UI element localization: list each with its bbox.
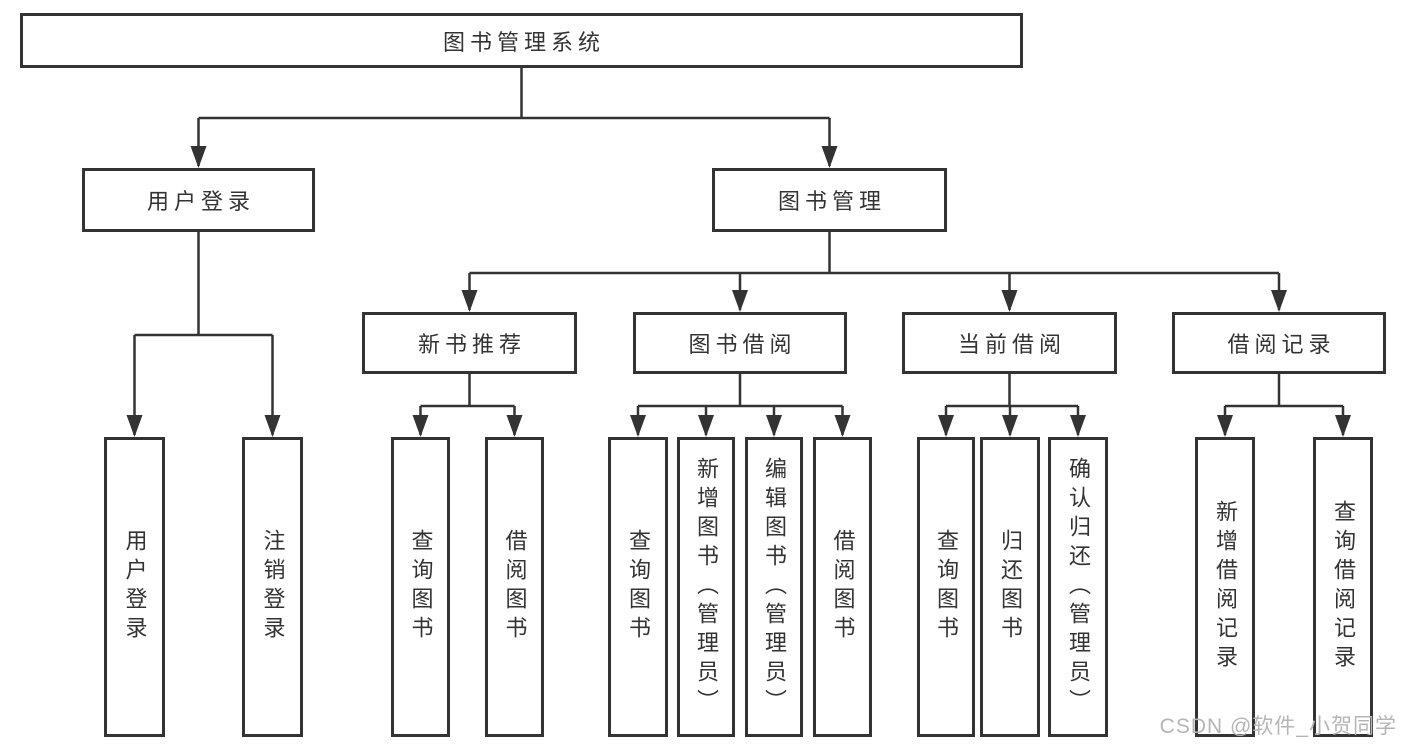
leaf-cb-confirm-return-admin: 确认归还（管理员）	[1048, 437, 1108, 737]
node-borrow-records: 借阅记录	[1172, 312, 1386, 374]
arrow-down-icon	[412, 415, 429, 437]
leaf-rec-query-books: 查询图书	[391, 437, 450, 737]
arrow-down-icon	[506, 415, 523, 437]
leaf-br-query-record: 查询借阅记录	[1313, 437, 1373, 737]
leaf-cb-return-books: 归还图书	[980, 437, 1040, 737]
arrow-down-icon	[126, 415, 143, 437]
node-label: 查询借阅记录	[1331, 500, 1356, 674]
node-label: 新增借阅记录	[1213, 500, 1238, 674]
leaf-rec-borrow-books: 借阅图书	[485, 437, 544, 737]
node-user-login: 用户登录	[82, 168, 315, 232]
node-root: 图书管理系统	[20, 13, 1023, 68]
leaf-bb-borrow-books: 借阅图书	[813, 437, 872, 737]
leaf-user-login: 用户登录	[104, 437, 165, 737]
node-label: 用户登录	[146, 189, 255, 214]
node-new-book-rec: 新书推荐	[362, 312, 577, 374]
watermark: CSDN @软件_小贺同学	[1159, 715, 1397, 738]
arrow-down-icon	[1271, 290, 1287, 312]
arrow-down-icon	[1002, 415, 1018, 437]
node-label: 查询图书	[408, 529, 434, 645]
node-label: 借阅记录	[1227, 332, 1336, 357]
leaf-cb-query-books: 查询图书	[917, 437, 975, 737]
arrow-down-icon	[938, 415, 954, 437]
node-label: 注销登录	[260, 529, 286, 645]
arrow-down-icon	[732, 290, 748, 312]
arrow-down-icon	[630, 415, 646, 437]
node-label: 用户登录	[122, 529, 148, 645]
edge-root-stem	[197, 68, 831, 166]
arrowheads	[126, 146, 1351, 437]
node-label: 归还图书	[998, 529, 1023, 645]
arrow-down-icon	[190, 146, 207, 168]
edge-newbookrec-group	[419, 374, 516, 435]
edge-userlogin-group	[133, 232, 274, 435]
node-label: 新书推荐	[417, 332, 526, 357]
node-label: 确认归还（管理员）	[1066, 456, 1091, 718]
arrow-down-icon	[1070, 415, 1086, 437]
arrow-down-icon	[1217, 415, 1233, 437]
node-label: 查询图书	[934, 529, 959, 645]
leaf-bb-edit-books-admin: 编辑图书（管理员）	[745, 437, 803, 737]
node-label: 编辑图书（管理员）	[762, 456, 787, 718]
arrow-down-icon	[821, 146, 838, 168]
arrow-down-icon	[834, 415, 851, 437]
edge-borrowrecords-group	[1223, 374, 1345, 435]
arrow-down-icon	[1335, 415, 1351, 437]
node-book-borrow: 图书借阅	[633, 312, 847, 374]
node-label: 查询图书	[626, 529, 651, 645]
arrow-down-icon	[1001, 290, 1018, 312]
node-label: 借阅图书	[502, 529, 528, 645]
node-label: 借阅图书	[830, 529, 856, 645]
leaf-bb-query-books: 查询图书	[608, 437, 668, 737]
node-label: 图书管理	[777, 189, 886, 214]
leaf-br-add-record: 新增借阅记录	[1195, 437, 1255, 737]
node-label: 图书借阅	[688, 332, 797, 357]
arrow-down-icon	[698, 415, 714, 437]
node-label: 当前借阅	[957, 332, 1066, 357]
node-label: 图书管理系统	[442, 29, 605, 55]
leaf-logout: 注销登录	[242, 437, 303, 737]
node-current-borrow: 当前借阅	[902, 312, 1117, 374]
edge-bookmgmt-group	[468, 232, 1281, 310]
leaf-bb-add-books-admin: 新增图书（管理员）	[677, 437, 735, 737]
edge-bookborrow-group	[636, 374, 844, 435]
arrow-down-icon	[461, 290, 478, 312]
arrow-down-icon	[766, 415, 782, 437]
node-book-mgmt: 图书管理	[712, 168, 947, 232]
arrow-down-icon	[264, 415, 281, 437]
node-label: 新增图书（管理员）	[694, 456, 719, 718]
